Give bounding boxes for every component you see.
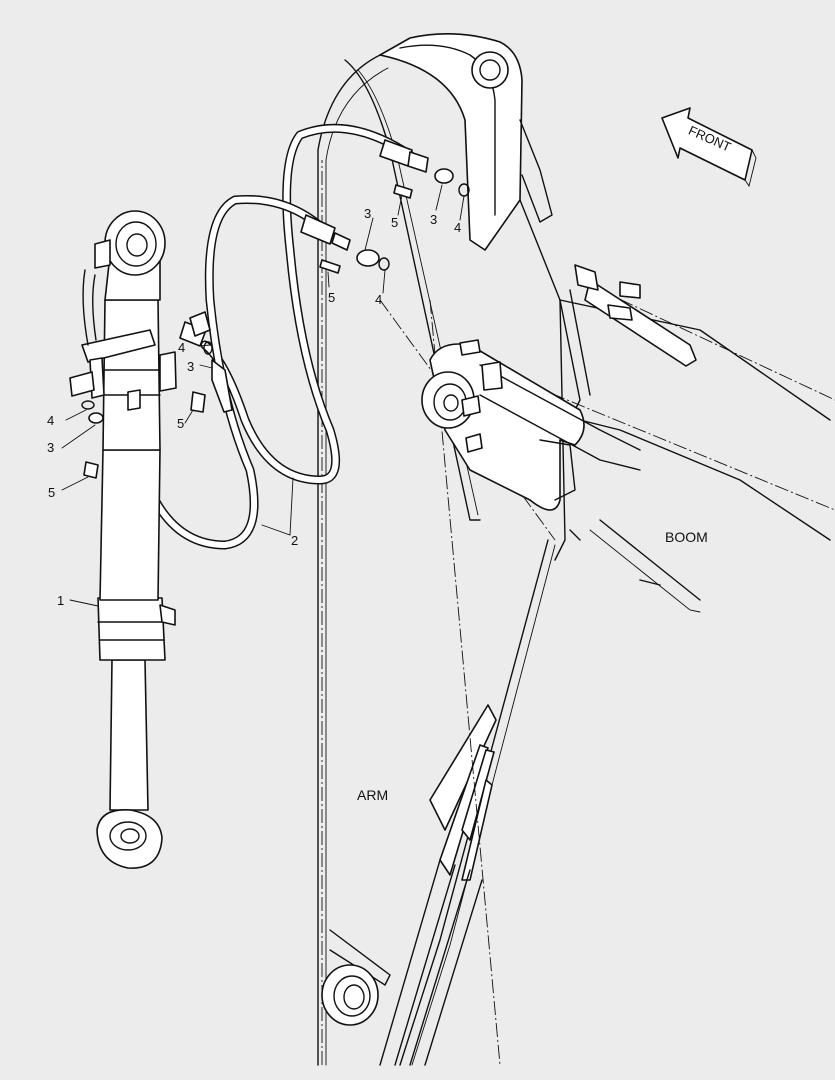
callout-3-upper: 3 xyxy=(430,212,437,227)
fitting-parts xyxy=(81,151,470,479)
callout-1: 1 xyxy=(57,593,64,608)
callout-5-upper: 5 xyxy=(391,215,398,230)
callout-5-side: 5 xyxy=(177,416,184,431)
hydraulic-cylinder xyxy=(69,210,177,869)
callout-3-middle: 3 xyxy=(364,206,371,221)
callout-4-middle: 4 xyxy=(375,292,382,307)
callout-4-upper: 4 xyxy=(454,220,461,235)
callout-2: 2 xyxy=(291,533,298,548)
callout-3-cylinder: 3 xyxy=(47,440,54,455)
boom-structure xyxy=(421,264,835,613)
leader-lines xyxy=(61,184,465,607)
part-callouts: 1 2 3 4 5 4 3 5 3 5 4 5 3 4 BOOM ARM xyxy=(47,206,708,803)
callout-5-cylinder: 5 xyxy=(48,485,55,500)
callout-5-middle: 5 xyxy=(328,290,335,305)
boom-label: BOOM xyxy=(665,529,708,545)
arm-label: ARM xyxy=(357,787,388,803)
callout-4-cylinder: 4 xyxy=(47,413,54,428)
callout-4-side: 4 xyxy=(178,340,185,355)
front-direction-arrow: FRONT xyxy=(661,107,757,188)
callout-3-side: 3 xyxy=(187,359,194,374)
